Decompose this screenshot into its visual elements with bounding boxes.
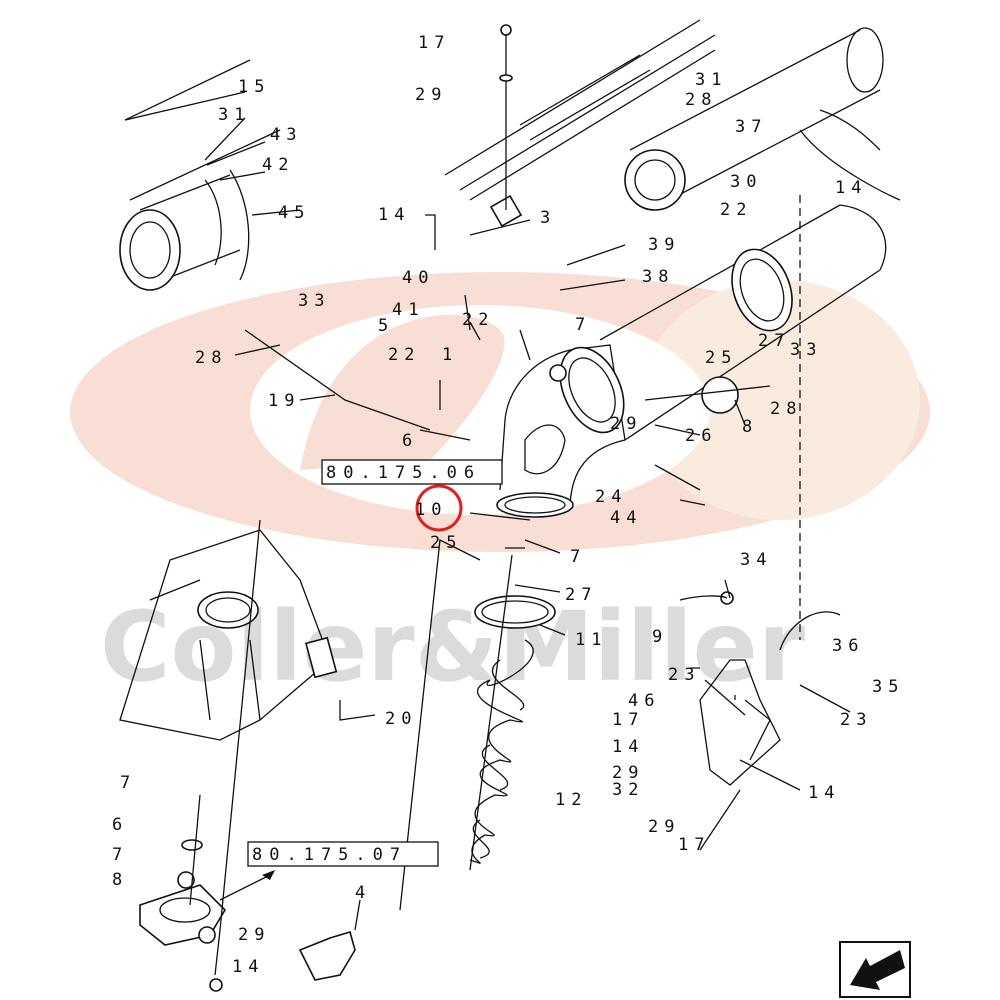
callout-number: 12: [555, 790, 587, 810]
callout-number: 7: [112, 845, 128, 865]
callout-number: 32: [612, 780, 644, 800]
bracket-part-4: [298, 930, 356, 981]
reference-80-175-06: 80.175.06: [321, 459, 503, 485]
auger-flighting: [469, 554, 534, 871]
bottom-bearing: [139, 794, 227, 992]
lower-housing: [119, 529, 338, 741]
callout-number: 25: [430, 533, 462, 553]
callout-number: 29: [648, 817, 680, 837]
callout-number: 33: [790, 340, 822, 360]
callout-number: 9: [652, 627, 668, 647]
callout-number: 27: [565, 585, 597, 605]
callout-number: 19: [268, 391, 300, 411]
callout-number: 7: [575, 315, 591, 335]
reference-label: 80.175.06: [326, 463, 481, 483]
elbow-housing: [496, 344, 626, 518]
callout-number: 7: [120, 773, 136, 793]
callout-number: 44: [610, 508, 642, 528]
callout-number: 14: [808, 783, 840, 803]
callout-number: 37: [735, 117, 767, 137]
callout-number: 15: [238, 77, 270, 97]
callout-number: 8: [112, 870, 128, 890]
callout-number: 29: [238, 925, 270, 945]
callout-number: 46: [628, 691, 660, 711]
callout-number: 17: [418, 33, 450, 53]
callout-number: 31: [695, 70, 727, 90]
callout-number: 20: [385, 709, 417, 729]
callout-number: 28: [195, 348, 227, 368]
callout-number: 14: [232, 957, 264, 977]
callout-number: 25: [705, 348, 737, 368]
callout-number: 10: [415, 500, 447, 520]
callout-number: 24: [595, 487, 627, 507]
callout-number: 29: [415, 85, 447, 105]
callout-number: 14: [612, 737, 644, 757]
callout-number: 1: [442, 345, 458, 365]
callout-number: 38: [642, 267, 674, 287]
reference-80-175-07: 80.175.07: [247, 841, 439, 867]
callout-number: 42: [262, 155, 294, 175]
support-bracket: [679, 195, 841, 786]
callout-number: 30: [730, 172, 762, 192]
callout-number: 45: [278, 203, 310, 223]
callout-number: 5: [378, 316, 394, 336]
callout-number: 22: [720, 200, 752, 220]
callout-number: 28: [685, 90, 717, 110]
callout-number: 22: [462, 310, 494, 330]
callout-number: 23: [668, 665, 700, 685]
tube-right: [624, 27, 901, 211]
callout-number: 43: [270, 125, 302, 145]
callout-number: 17: [678, 835, 710, 855]
callout-number: 31: [218, 105, 250, 125]
callout-number: 14: [835, 178, 867, 198]
callout-number: 6: [402, 431, 418, 451]
callout-number: 22: [388, 345, 420, 365]
callout-number: 29: [610, 414, 642, 434]
flange-ring: [474, 595, 556, 629]
callout-number: 8: [742, 417, 758, 437]
callout-number: 6: [112, 815, 128, 835]
leader-lines: [124, 91, 851, 976]
callout-number: 35: [872, 677, 904, 697]
callout-number: 26: [685, 426, 717, 446]
callout-number: 4: [355, 883, 371, 903]
callout-number: 39: [648, 235, 680, 255]
callout-number: 17: [612, 710, 644, 730]
callout-number: 28: [770, 399, 802, 419]
callout-number: 7: [570, 547, 586, 567]
orientation-arrow-icon: [839, 941, 911, 998]
reference-label: 80.175.07: [252, 845, 407, 865]
callout-number: 41: [392, 300, 424, 320]
tube-left: [119, 59, 281, 291]
callout-number: 3: [540, 208, 556, 228]
callout-number: 40: [402, 268, 434, 288]
callout-number: 36: [832, 636, 864, 656]
auger-tube-right: [599, 204, 887, 441]
callout-number: 11: [575, 630, 607, 650]
top-bracket: [444, 19, 716, 228]
callout-number: 29: [612, 763, 644, 783]
callout-number: 27: [758, 331, 790, 351]
callout-number: 14: [378, 205, 410, 225]
callout-number: 34: [740, 550, 772, 570]
callout-number: 33: [298, 291, 330, 311]
highlight-circle: [415, 484, 463, 532]
callout-number: 23: [840, 710, 872, 730]
